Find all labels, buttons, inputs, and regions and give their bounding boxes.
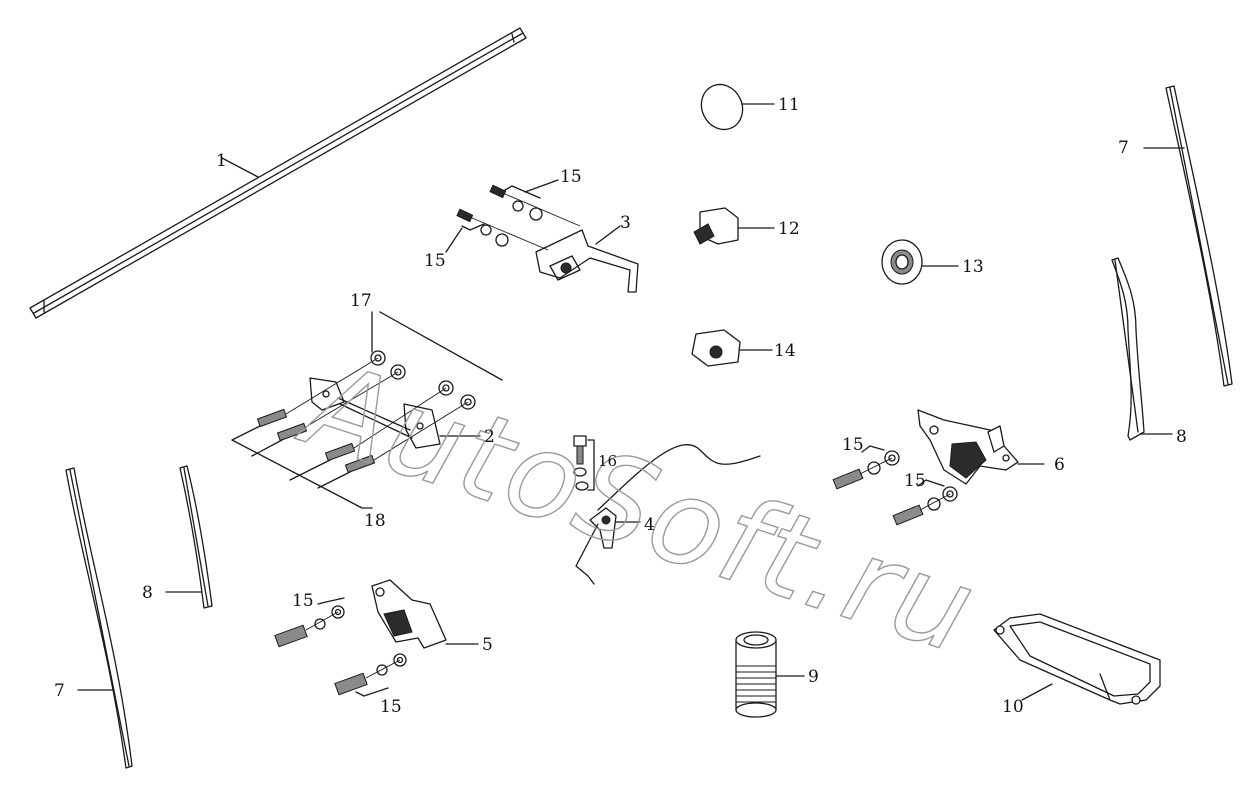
callout-12: 12 bbox=[778, 219, 800, 239]
callout-15-top: 15 bbox=[560, 167, 582, 187]
callout-17: 17 bbox=[350, 291, 372, 311]
part-13-grommet bbox=[881, 239, 959, 285]
callout-7-right: 7 bbox=[1118, 138, 1129, 158]
part-8-strip-right bbox=[1111, 257, 1173, 441]
callout-5: 5 bbox=[482, 635, 493, 655]
callout-15-mid: 15 bbox=[424, 251, 446, 271]
part-7-weatherstrip-left bbox=[65, 467, 133, 769]
callout-15-latch-upper: 15 bbox=[842, 435, 864, 455]
callout-11: 11 bbox=[778, 95, 800, 115]
callout-16: 16 bbox=[598, 452, 617, 470]
callout-15-lock-lower: 15 bbox=[380, 697, 402, 717]
callout-7-left: 7 bbox=[54, 681, 65, 701]
part-1-long-seal-strip bbox=[29, 27, 527, 319]
callout-1: 1 bbox=[216, 151, 227, 171]
part-9-rubber-bumper bbox=[735, 631, 805, 718]
callout-15-lock-upper: 15 bbox=[292, 591, 314, 611]
part-8-strip-left bbox=[165, 465, 213, 609]
callout-9: 9 bbox=[808, 667, 819, 687]
part-7-weatherstrip-right bbox=[1143, 85, 1233, 387]
part-2-hinge-bracket bbox=[231, 311, 503, 509]
part-12-clip bbox=[693, 207, 775, 245]
callout-3: 3 bbox=[620, 213, 631, 233]
part-10-cover bbox=[993, 613, 1161, 705]
leader-1 bbox=[221, 157, 259, 178]
callout-10: 10 bbox=[1002, 697, 1024, 717]
callout-2: 2 bbox=[484, 427, 495, 447]
callout-8-right: 8 bbox=[1176, 427, 1187, 447]
callout-13: 13 bbox=[962, 257, 984, 277]
callout-6: 6 bbox=[1054, 455, 1065, 475]
callout-18: 18 bbox=[364, 511, 386, 531]
callout-14: 14 bbox=[774, 341, 796, 361]
part-3-bracket bbox=[445, 179, 639, 293]
part-11-round-plug bbox=[700, 83, 775, 131]
callout-8-left: 8 bbox=[142, 583, 153, 603]
callout-4: 4 bbox=[644, 515, 655, 535]
part-6-latch bbox=[832, 409, 1045, 526]
part-5-lock-bracket bbox=[274, 579, 479, 697]
callout-15-latch-lower: 15 bbox=[904, 471, 926, 491]
part-14-clip bbox=[691, 329, 773, 367]
part-4-release-cable bbox=[573, 435, 761, 585]
